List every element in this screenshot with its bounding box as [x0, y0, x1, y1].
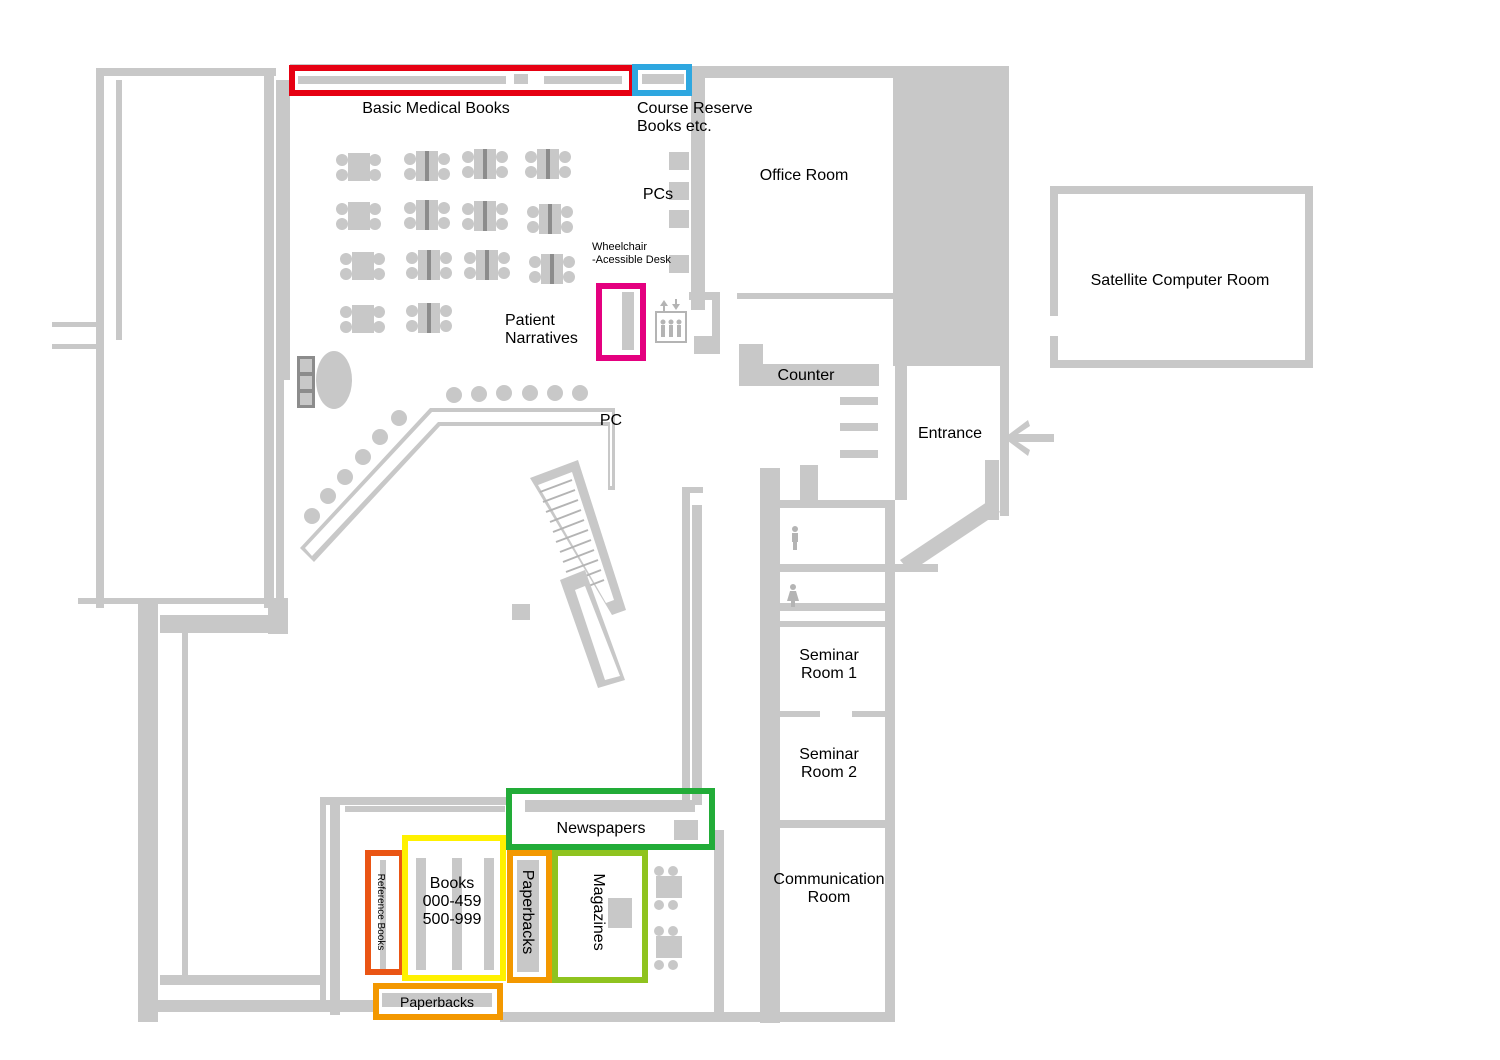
- zone-patient-narratives[interactable]: [596, 283, 646, 361]
- label-books-line3: 500-999: [423, 911, 482, 928]
- zone-books[interactable]: [402, 835, 506, 981]
- label-pcs: PCs: [643, 186, 673, 203]
- label-course-reserve-line1: Course Reserve: [637, 100, 753, 117]
- label-seminar-room-1-line1: Seminar: [799, 647, 859, 664]
- label-books-line1: Books: [430, 875, 474, 892]
- label-reference-books: Reference Books: [375, 874, 386, 951]
- pillar: [512, 604, 530, 620]
- walls: [52, 64, 1313, 1023]
- label-seminar-room-1-line2: Room 1: [801, 665, 857, 682]
- label-patient-narratives-line1: Patient: [505, 312, 555, 329]
- label-communication-room-line2: Room: [808, 889, 851, 906]
- label-counter: Counter: [778, 367, 836, 384]
- label-paperbacks-vertical: Paperbacks: [519, 870, 536, 955]
- pc-desks: [669, 152, 689, 273]
- label-patient-narratives-line2: Narratives: [505, 330, 578, 347]
- label-course-reserve-line2: Books etc.: [637, 118, 712, 135]
- shelves: [298, 74, 695, 1007]
- zone-newspapers[interactable]: [506, 788, 715, 850]
- counter-desk: [739, 344, 879, 386]
- restroom-icon-male: [792, 526, 798, 550]
- label-satellite-computer-room: Satellite Computer Room: [1091, 272, 1270, 289]
- label-wheelchair-line1: Wheelchair: [592, 241, 647, 253]
- label-seminar-room-2-line1: Seminar: [799, 746, 859, 763]
- label-newspapers: Newspapers: [557, 820, 646, 837]
- zone-magazines[interactable]: [552, 850, 648, 983]
- zone-paperbacks-vertical[interactable]: [507, 850, 552, 983]
- elevator-icon: [655, 299, 687, 343]
- label-basic-medical-books: Basic Medical Books: [362, 100, 510, 117]
- label-books-line2: 000-459: [423, 893, 482, 910]
- label-wheelchair-line2: -Acessible Desk: [592, 254, 671, 266]
- label-paperbacks-bottom: Paperbacks: [400, 994, 474, 1010]
- label-magazines: Magazines: [590, 873, 607, 950]
- label-communication-room-line1: Communication: [773, 871, 884, 888]
- magazine-tables: [608, 820, 698, 970]
- restroom-icon-female: [787, 584, 799, 607]
- stairs: [530, 460, 626, 688]
- label-office-room: Office Room: [760, 167, 849, 184]
- oval-table: [297, 351, 352, 409]
- label-seminar-room-2-line2: Room 2: [801, 764, 857, 781]
- entrance-gates: [840, 397, 878, 458]
- label-pc: PC: [600, 412, 622, 429]
- label-entrance: Entrance: [918, 425, 982, 442]
- zone-course-reserve[interactable]: [632, 64, 692, 96]
- zone-paperbacks-bottom[interactable]: [373, 983, 503, 1020]
- reading-tables: [336, 149, 575, 333]
- highlight-zones: [289, 64, 715, 1020]
- entrance-arrow-icon: [1004, 420, 1054, 456]
- table-partitions: [425, 149, 554, 333]
- study-counter: [300, 408, 615, 562]
- stools: [304, 385, 588, 524]
- labels: Basic Medical Books Course Reserve Books…: [362, 100, 1269, 1010]
